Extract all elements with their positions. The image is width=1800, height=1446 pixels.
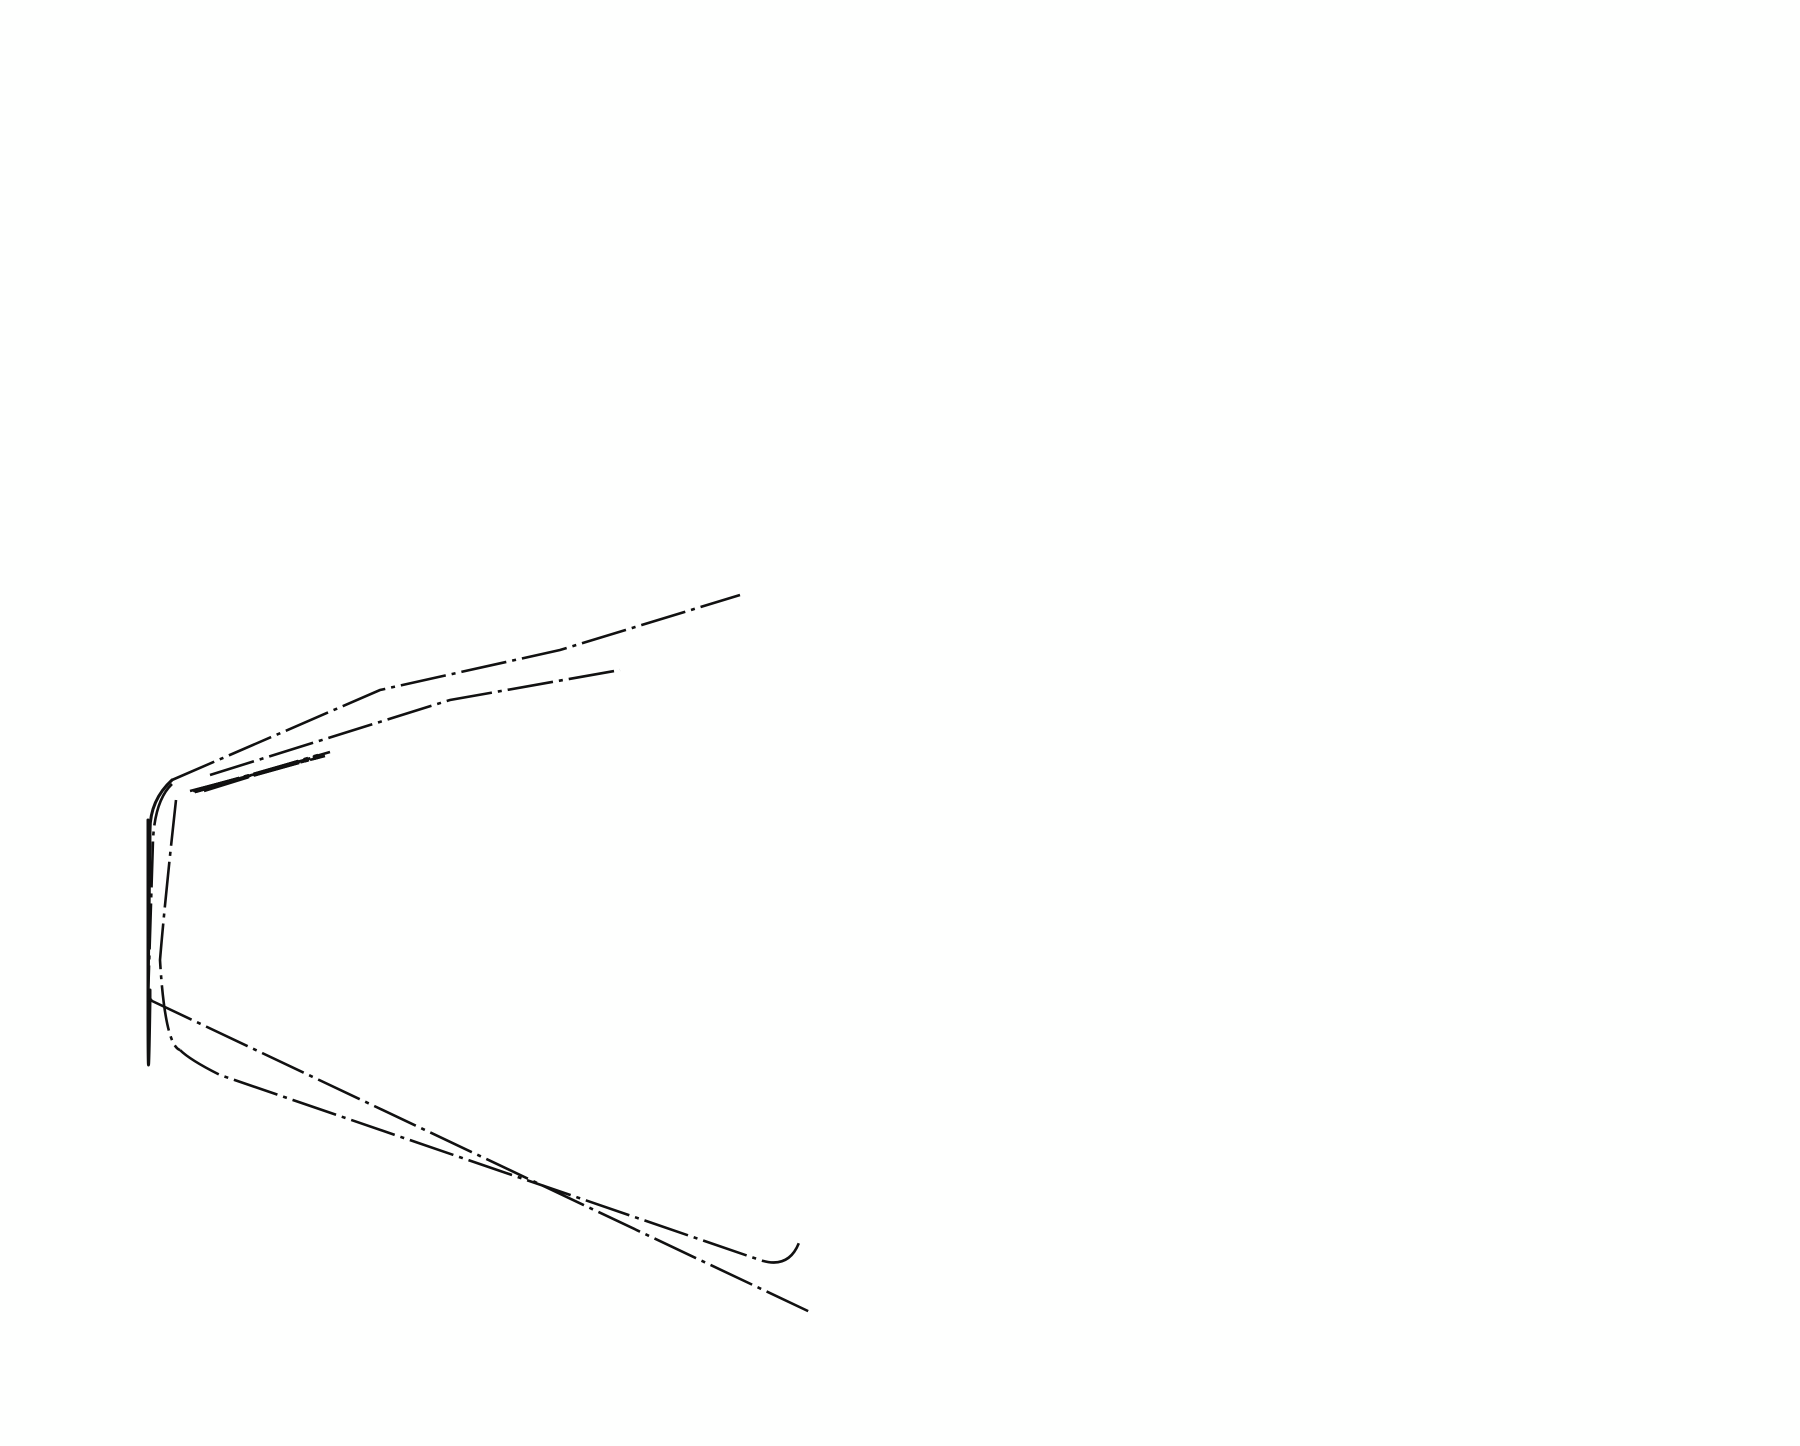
mower-deck — [146, 593, 811, 1314]
